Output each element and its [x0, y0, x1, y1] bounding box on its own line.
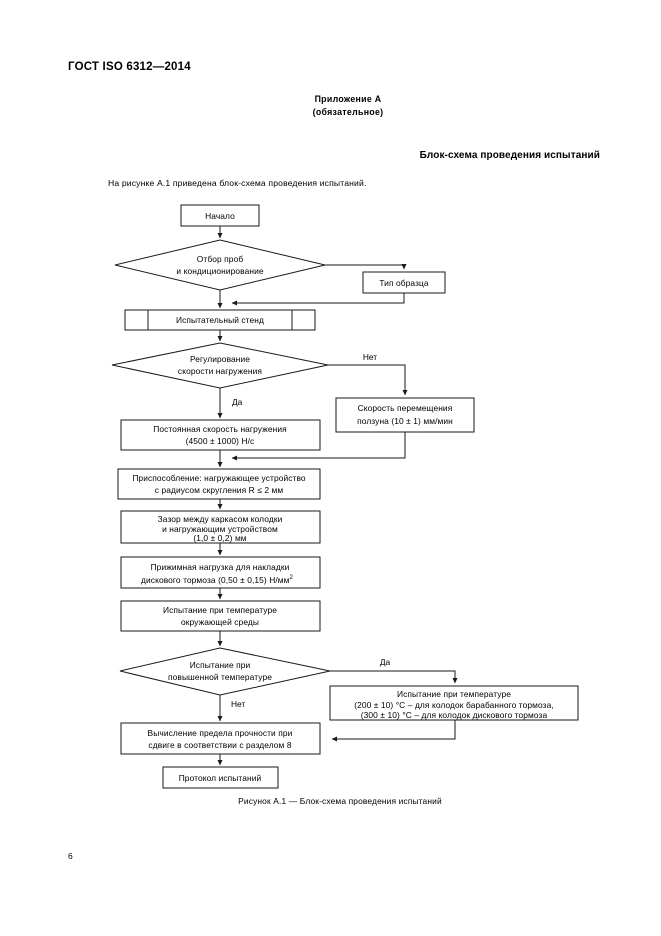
- connector-elevated-yes-to-elevated-test: [330, 670, 458, 684]
- node-rate-control[interactable]: [111, 342, 329, 389]
- node-clearance-line3: (1,0 ± 0,2) мм: [193, 533, 246, 543]
- node-sampling-line1: Отбор проб: [197, 254, 244, 264]
- node-elevated-test-line1: Испытание при температуре: [397, 689, 511, 699]
- branch-label-rate-yes: Да: [232, 397, 243, 407]
- node-calculation[interactable]: [120, 722, 321, 755]
- section-title: Блок-схема проведения испытаний: [419, 150, 600, 161]
- node-calculation-line2: сдвиге в соответствии с разделом 8: [148, 740, 291, 750]
- node-start-label: Начало: [205, 211, 235, 221]
- node-test-rig-label: Испытательный стенд: [176, 315, 264, 325]
- node-sample-type-label: Тип образца: [379, 278, 429, 288]
- node-clamping-load-line2-text: дискового тормоза (0,50 ± 0,15) Н/мм: [141, 575, 290, 585]
- node-ambient-test-line2: окружающей среды: [181, 617, 259, 627]
- node-rate-control-line2: скорости нагружения: [178, 366, 262, 376]
- branch-label-elevated-yes: Да: [380, 657, 391, 667]
- node-clamping-load-line2: дискового тормоза (0,50 ± 0,15) Н/мм2: [141, 575, 294, 585]
- node-fixture-line2: с радиусом скругления R ≤ 2 мм: [155, 485, 284, 495]
- node-elevated-decision-line2: повышенной температуре: [168, 672, 272, 682]
- node-ram-speed-line2: ползуна (10 ± 1) мм/мин: [357, 416, 453, 426]
- node-sampling-line2: и кондиционирование: [176, 266, 263, 276]
- node-clamping-load-line1: Прижимная нагрузка для накладки: [151, 562, 290, 572]
- node-calculation-line1: Вычисление предела прочности при: [148, 728, 293, 738]
- node-fixture-line1: Приспособление: нагружающее устройство: [132, 473, 306, 483]
- node-sampling[interactable]: [114, 239, 326, 291]
- node-elevated-test[interactable]: [329, 685, 579, 721]
- connector-elevated-test-to-calculation: [331, 720, 456, 742]
- node-ambient-test-line1: Испытание при температуре: [163, 605, 277, 615]
- node-clamping-load[interactable]: [120, 556, 321, 589]
- page-number: 6: [68, 851, 73, 861]
- node-test-rig[interactable]: [124, 309, 316, 331]
- node-elevated-test-line3: (300 ± 10) °С – для колодок дискового то…: [361, 710, 548, 720]
- node-report[interactable]: [162, 766, 279, 789]
- node-clearance-line1: Зазор между каркасом колодки: [158, 514, 283, 524]
- node-constant-rate[interactable]: [120, 419, 321, 451]
- node-clearance-line2: и нагружающим устройством: [162, 524, 278, 534]
- branch-label-rate-no: Нет: [363, 352, 377, 362]
- node-elevated-decision[interactable]: [119, 647, 331, 696]
- connector-sampling-to-sample-type: [325, 263, 407, 270]
- node-elevated-test-line2: (200 ± 10) °С – для колодок барабанного …: [354, 700, 554, 710]
- annex-title: Приложение А: [314, 94, 382, 104]
- annex-heading: Приложение А (обязательное): [248, 93, 448, 119]
- node-constant-rate-line2: (4500 ± 1000) Н/с: [186, 436, 255, 446]
- intro-paragraph: На рисунке А.1 приведена блок-схема пров…: [108, 178, 367, 188]
- node-ambient-test[interactable]: [120, 600, 321, 632]
- node-elevated-decision-line1: Испытание при: [190, 660, 251, 670]
- node-sample-type[interactable]: [362, 271, 446, 294]
- standard-header: ГОСТ ISO 6312—2014: [68, 61, 191, 73]
- annex-subtitle: (обязательное): [312, 107, 384, 117]
- node-constant-rate-line1: Постоянная скорость нагружения: [153, 424, 286, 434]
- node-start[interactable]: [180, 204, 260, 227]
- connector-sample-type-return: [231, 293, 405, 306]
- node-rate-control-line1: Регулирование: [190, 354, 250, 364]
- node-report-label: Протокол испытаний: [179, 773, 262, 783]
- node-clamping-load-superscript: 2: [290, 575, 294, 581]
- node-ram-speed-line1: Скорость перемещения: [358, 403, 453, 413]
- branch-label-elevated-no: Нет: [231, 699, 245, 709]
- connector-ram-speed-return: [231, 432, 406, 461]
- node-clearance[interactable]: [120, 510, 321, 544]
- flowchart-diagram: Начало Отбор проб и кондиционирование Ти…: [111, 204, 579, 789]
- figure-caption: Рисунок А.1 — Блок-схема проведения испы…: [238, 796, 442, 806]
- connector-rate-no-to-ram-speed: [328, 364, 408, 396]
- node-ram-speed[interactable]: [335, 397, 475, 433]
- node-fixture[interactable]: [117, 468, 321, 500]
